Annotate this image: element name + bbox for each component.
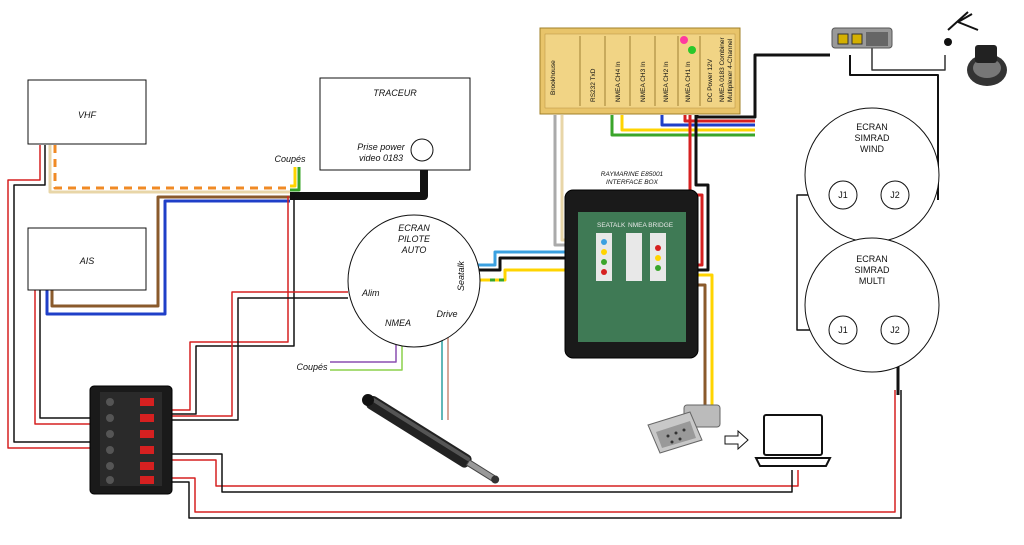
combiner-port-3: NMEA CH3 In (640, 61, 647, 102)
combiner-title-1: NMEA 0183 Combiner (719, 36, 726, 102)
multi-line3: MULTI (859, 276, 885, 286)
traceur-black-cable (290, 160, 428, 200)
wind-j2-label: J2 (890, 190, 900, 200)
pilote-nmea-green (330, 345, 403, 371)
arrow-icon (724, 429, 749, 451)
vhf-label: VHF (78, 110, 97, 120)
wind-j2-port (880, 180, 910, 210)
pilote-display: ECRAN PILOTE AUTO Alim NMEA Drive Seatal… (347, 214, 481, 348)
traceur-sub1: Prise power (357, 142, 406, 152)
pilote-line3: AUTO (401, 245, 427, 255)
traceur-sub2: video 0183 (359, 153, 403, 163)
wind-j1-label: J1 (838, 190, 848, 200)
wires (7, 45, 946, 519)
ais-blue-wire (45, 199, 290, 316)
interface-board-a: SEATALK (597, 222, 626, 229)
combiner-port-1: RS232 TxD (590, 68, 597, 102)
traceur-yellow-wire (290, 167, 297, 188)
simrad-wind-display: ECRAN SIMRAD WIND J1 J2 (804, 107, 940, 243)
simrad-multi-display: ECRAN SIMRAD MULTI J1 J2 (804, 237, 940, 373)
wind-line2: SIMRAD (854, 133, 890, 143)
pilote-nmea-purple (330, 345, 397, 363)
coupes-bottom-label: Coupés (296, 362, 328, 372)
wind-j1-port (828, 180, 858, 210)
seatalk-blue-wire (478, 250, 580, 267)
combiner-title-2: Multiplexer 4-Channel (727, 38, 734, 102)
sensor-black-wire (849, 55, 939, 200)
ais-black-wire (39, 290, 92, 419)
multi-black-panel (172, 390, 902, 519)
combiner-port-4: NMEA CH2 In (663, 61, 670, 102)
ais-brown-wire (50, 195, 290, 308)
multi-j1-label: J1 (838, 325, 848, 335)
sensor-hub (831, 27, 893, 49)
combiner-port-dividers (579, 36, 701, 106)
combiner-led-green (688, 46, 696, 54)
pilote-alim-label: Alim (361, 288, 380, 298)
multi-line2: SIMRAD (854, 265, 890, 275)
pilote-line1: ECRAN (398, 223, 430, 233)
wind-line3: WIND (860, 144, 884, 154)
traceur-box: TRACEUR Prise power video 0183 (319, 77, 471, 171)
laptop-icon (754, 414, 832, 467)
multi-red-wire (172, 390, 896, 513)
combiner-brand: Brookhouse (550, 60, 557, 95)
vhf-orange-dashed-wire (53, 145, 290, 190)
combiner-blue-wire (660, 115, 755, 127)
vhf-box: VHF (27, 79, 147, 145)
vhf-black-wire (13, 145, 92, 443)
combiner-yellow-wire (620, 115, 755, 132)
interface-line1: RAYMARINE E85001 (601, 171, 664, 178)
laptop-black-wire (172, 453, 793, 493)
combiner-power-black (690, 115, 710, 272)
traceur-black-power (172, 196, 295, 415)
combiner-red-wire (683, 115, 755, 123)
seatalk-black-wire (478, 256, 580, 272)
combiner-port-2: NMEA CH4 In (615, 61, 622, 102)
multi-line1: ECRAN (856, 254, 888, 264)
multi-j2-port (880, 315, 910, 345)
interface-line2: INTERFACE BOX (606, 179, 659, 186)
pilote-alim-red (172, 291, 348, 417)
vhf-red-wire (7, 145, 92, 449)
pilote-drive-label: Drive (436, 309, 457, 319)
linear-actuator (362, 394, 500, 484)
coupes-top-label: Coupés (274, 154, 306, 164)
combiner-port-5: NMEA CH1 In (685, 61, 692, 102)
combiner-led-red (680, 36, 688, 44)
combiner-port-6: DC Power 12V (707, 58, 714, 102)
traceur-label: TRACEUR (373, 88, 417, 98)
ais-label: AIS (79, 256, 95, 266)
wind-line1: ECRAN (856, 122, 888, 132)
interface-box: RAYMARINE E85001 INTERFACE BOX SEATALK N… (564, 171, 699, 359)
traceur-power-socket (410, 138, 434, 162)
pilote-nmea-label: NMEA (385, 318, 411, 328)
sensor-mast-wire (871, 45, 946, 71)
transducer-icon (967, 45, 1007, 86)
traceur-green-wire (290, 167, 301, 192)
interface-board-b: NMEA BRIDGE (628, 222, 674, 229)
nmea-combiner: Brookhouse RS232 TxD NMEA CH4 In NMEA CH… (539, 27, 741, 115)
interface-terminals (596, 233, 666, 281)
ais-red-wire (34, 290, 92, 425)
wind-vane-icon (944, 11, 979, 46)
pilote-seatalk-label: Seatalk (456, 260, 466, 291)
pilote-line2: PILOTE (398, 234, 431, 244)
panel-switches (106, 398, 154, 484)
ais-box: AIS (27, 227, 147, 291)
switch-panel (89, 385, 173, 495)
serial-connector (647, 404, 721, 454)
multi-j2-label: J2 (890, 325, 900, 335)
combiner-green-wire (610, 115, 755, 137)
multi-j1-port (828, 315, 858, 345)
traceur-red-power (172, 196, 289, 411)
pilote-alim-black (172, 297, 348, 421)
vhf-beige-wire (48, 145, 290, 194)
laptop-red-wire (172, 459, 799, 487)
